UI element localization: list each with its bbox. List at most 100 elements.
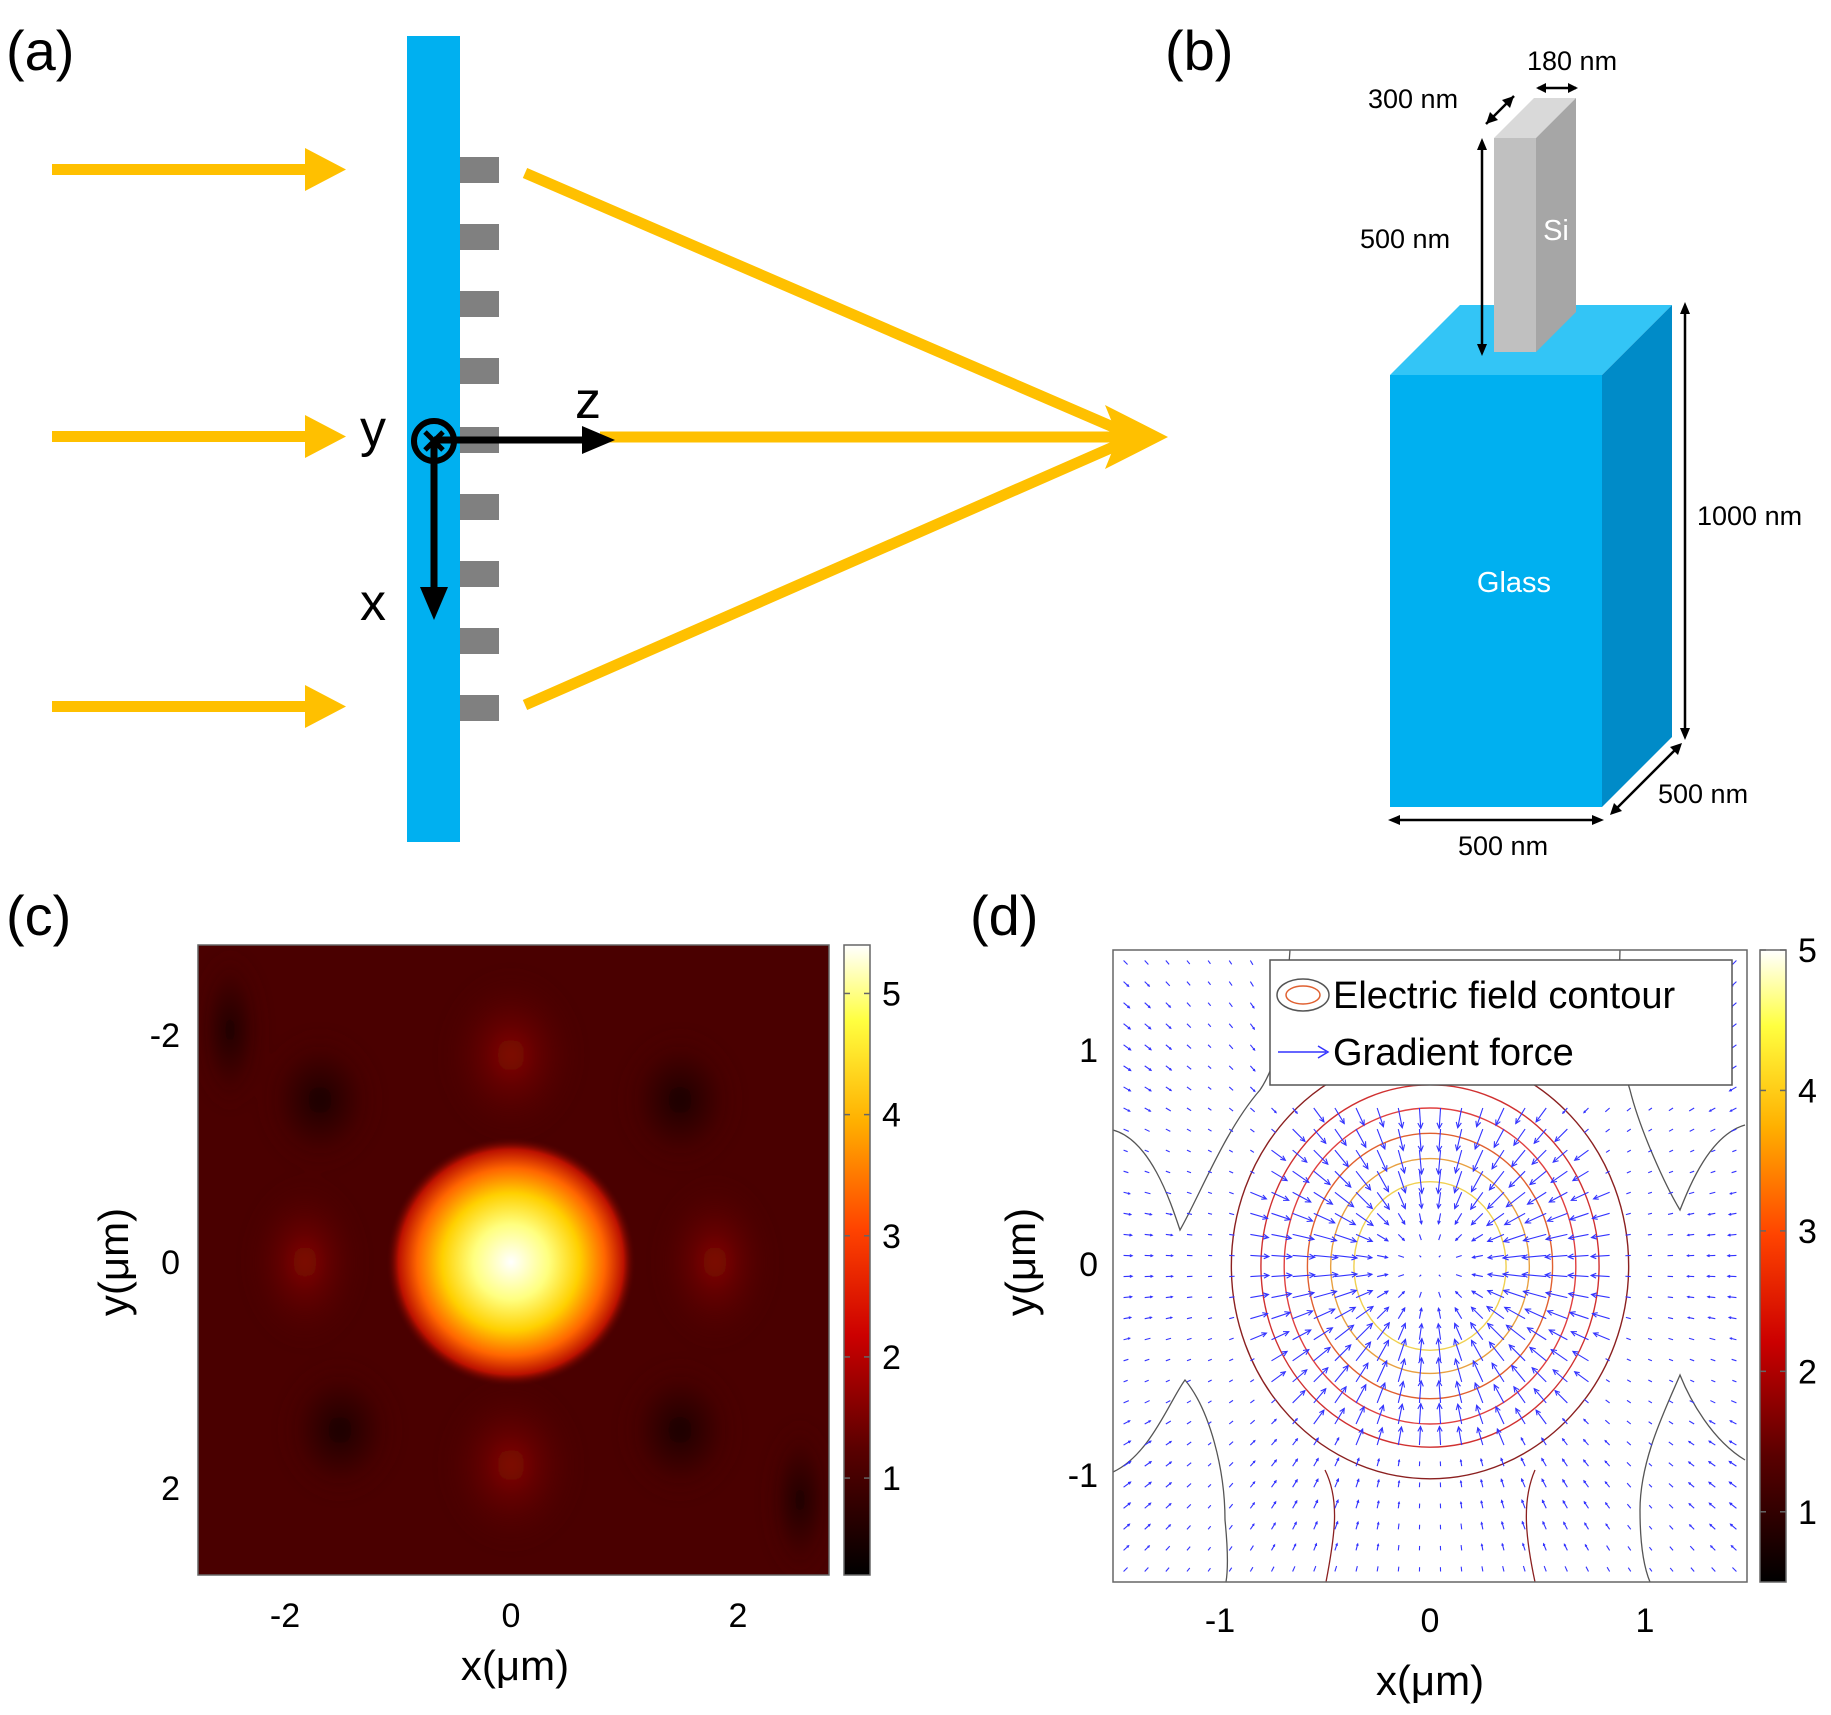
force-arrow bbox=[1438, 1403, 1442, 1425]
force-arrow bbox=[1487, 1233, 1505, 1242]
force-arrowhead bbox=[1535, 1116, 1541, 1123]
force-arrowhead bbox=[1129, 1274, 1134, 1278]
force-arrowhead bbox=[1148, 1047, 1152, 1051]
force-arrow bbox=[1186, 1483, 1192, 1488]
force-arrow bbox=[1563, 1522, 1568, 1530]
force-arrowhead bbox=[1491, 1362, 1498, 1370]
force-arrow bbox=[1271, 1254, 1292, 1258]
force-arrow bbox=[1503, 1233, 1526, 1243]
force-arrow bbox=[1313, 1273, 1338, 1278]
force-arrowhead bbox=[1366, 1237, 1374, 1243]
force-arrowhead bbox=[1335, 1520, 1339, 1525]
force-arrow bbox=[1626, 1461, 1632, 1467]
force-arrow bbox=[1522, 1254, 1547, 1259]
force-arrowhead bbox=[1486, 1202, 1494, 1210]
force-arrow bbox=[1186, 1107, 1192, 1112]
force-arrow bbox=[1554, 1128, 1568, 1142]
force-arrowhead bbox=[1571, 1350, 1579, 1357]
force-arrow bbox=[1568, 1254, 1589, 1258]
force-arrowhead bbox=[1688, 1502, 1692, 1506]
force-arrow bbox=[1521, 1521, 1526, 1530]
force-arrow bbox=[1545, 1233, 1568, 1240]
force-arrow bbox=[1292, 1233, 1315, 1240]
force-arrowhead bbox=[1591, 1214, 1598, 1220]
force-arrow bbox=[1165, 1149, 1170, 1153]
force-arrow bbox=[1710, 1400, 1716, 1404]
force-arrow bbox=[1397, 1339, 1406, 1361]
force-arrowhead bbox=[1322, 1366, 1329, 1374]
force-arrowhead bbox=[1315, 1437, 1319, 1441]
force-arrowhead bbox=[1331, 1271, 1339, 1278]
force-arrow bbox=[1186, 1400, 1192, 1404]
force-arrow bbox=[1729, 1440, 1737, 1446]
force-arrowhead bbox=[1471, 1255, 1476, 1259]
force-arrowhead bbox=[1727, 1233, 1731, 1237]
force-arrowhead bbox=[1566, 1253, 1574, 1260]
force-arrowhead bbox=[1252, 1460, 1256, 1464]
d-x-ticks: -1 0 1 bbox=[1205, 1602, 1655, 1640]
side-lobe-top bbox=[441, 970, 581, 1140]
force-arrow bbox=[1732, 1149, 1737, 1153]
force-arrow bbox=[1186, 1337, 1192, 1341]
force-arrow bbox=[1454, 1192, 1463, 1209]
force-arrowhead bbox=[1470, 1306, 1477, 1313]
force-arrow bbox=[1397, 1149, 1406, 1174]
force-arrow bbox=[1186, 1002, 1191, 1007]
contour-legend-icon bbox=[1276, 978, 1330, 1012]
force-arrowhead bbox=[1401, 1237, 1406, 1242]
force-arrowhead bbox=[1127, 1047, 1132, 1051]
force-arrowhead bbox=[1127, 1109, 1131, 1112]
y-axis-cross bbox=[423, 430, 445, 452]
force-arrowhead bbox=[1418, 1168, 1425, 1176]
force-arrow bbox=[1626, 1170, 1632, 1174]
axis-label-z: z bbox=[575, 372, 601, 430]
force-arrow bbox=[1729, 1086, 1737, 1092]
force-arrowhead bbox=[1339, 1118, 1345, 1125]
force-arrow bbox=[1460, 1545, 1463, 1551]
force-arrowhead bbox=[1418, 1322, 1424, 1329]
force-arrow bbox=[1186, 1044, 1192, 1049]
force-arrow bbox=[1228, 1420, 1234, 1425]
force-arrowhead bbox=[1472, 1359, 1479, 1367]
force-arrowhead bbox=[1400, 1338, 1407, 1346]
force-arrowhead bbox=[1272, 1543, 1276, 1547]
force-arrowhead bbox=[1513, 1139, 1520, 1147]
force-arrow bbox=[1355, 1479, 1360, 1488]
force-arrow bbox=[1454, 1149, 1463, 1174]
force-arrowhead bbox=[1476, 1426, 1482, 1434]
force-arrow bbox=[1271, 1170, 1288, 1182]
contour-line bbox=[1353, 1181, 1507, 1351]
force-arrow bbox=[1437, 1357, 1442, 1382]
force-arrow bbox=[1313, 1478, 1319, 1488]
force-arrow bbox=[1626, 1420, 1632, 1425]
force-arrowhead bbox=[1295, 1111, 1298, 1115]
force-arrowhead bbox=[1706, 1233, 1711, 1237]
pillar-top-face bbox=[1494, 98, 1576, 138]
dark-lobe bbox=[765, 1420, 829, 1575]
force-arrow bbox=[1250, 1313, 1268, 1320]
force-arrowhead bbox=[1168, 1523, 1172, 1527]
grating-bar bbox=[460, 224, 499, 250]
force-arrowhead bbox=[1149, 1212, 1153, 1216]
force-arrow bbox=[1186, 1233, 1193, 1236]
force-arrow bbox=[1123, 1149, 1128, 1153]
force-arrow bbox=[1377, 1273, 1388, 1278]
panel-d: (d) Electric field contour Gradient forc… bbox=[970, 884, 1817, 1704]
force-arrowhead bbox=[1561, 1437, 1565, 1442]
force-arrow bbox=[1547, 1310, 1568, 1320]
force-arrow bbox=[1207, 1546, 1212, 1551]
force-arrow bbox=[1207, 1400, 1212, 1404]
force-arrow bbox=[1474, 1382, 1484, 1404]
force-arrow bbox=[1207, 1317, 1213, 1320]
force-arrow bbox=[1418, 1129, 1422, 1152]
force-arrowhead bbox=[1252, 1089, 1256, 1093]
force-arrow bbox=[1625, 1233, 1631, 1236]
force-arrowhead bbox=[1149, 1233, 1154, 1237]
force-arrow bbox=[1334, 1458, 1340, 1467]
force-arrow bbox=[1552, 1149, 1568, 1163]
force-arrow bbox=[1626, 1149, 1632, 1153]
force-arrow bbox=[1186, 1086, 1192, 1091]
force-arrowhead bbox=[1356, 1478, 1360, 1482]
colorbar-tick-label: 4 bbox=[1798, 1072, 1817, 1110]
